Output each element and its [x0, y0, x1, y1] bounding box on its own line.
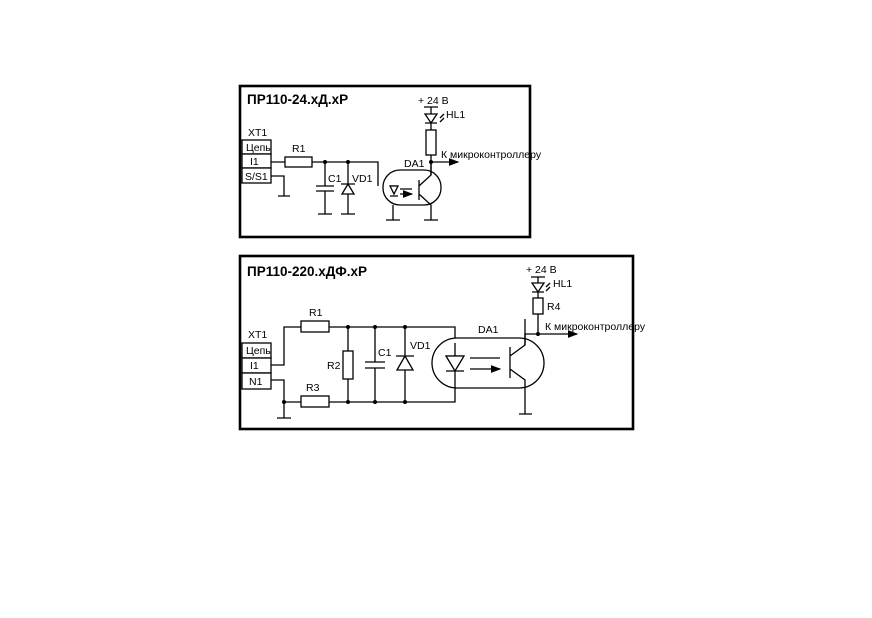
- diagram-2-junction-ground: [282, 400, 286, 404]
- diagram-1-supply-bar: [424, 106, 438, 114]
- diagram-2-junction-6: [403, 400, 407, 404]
- diagram-2-led-hl1: [530, 282, 546, 294]
- diagram-2-diode-label: VD1: [410, 340, 431, 352]
- diagram-1-output-label: К микроконтроллеру: [441, 149, 542, 161]
- diagram-2-opto-led: [444, 355, 466, 373]
- diagram-2-optocoupler-da1: [431, 337, 545, 389]
- diagram-2-collector-wire: [524, 314, 539, 345]
- diagram-2-resistor-r4: [532, 297, 544, 315]
- diagram-2-title: ПР110-220.хДФ.хР: [247, 264, 367, 279]
- diagram-1-connector-label: ХТ1: [248, 127, 267, 139]
- diagram-2-resistor-r1-label: R1: [309, 307, 323, 319]
- diagram-1-terminal-1: Цепь: [246, 142, 271, 154]
- diagram-1-ground-wire: [271, 175, 290, 197]
- diagram-2-resistor-r1: [300, 320, 330, 333]
- diagram-2-diode-vd1: [395, 354, 415, 371]
- diagram-2-supply-bar: [531, 276, 545, 283]
- diagram-2-resistor-r3: [300, 395, 330, 408]
- diagram-2-terminal-3: N1: [249, 376, 263, 388]
- diagram-1-supply-label: + 24 В: [418, 95, 449, 107]
- diagram-1-frame: [238, 84, 532, 239]
- diagram-2-terminal-1: Цепь: [246, 345, 271, 357]
- diagram-1-terminal-2: I1: [250, 156, 259, 168]
- diagram-2-bottom-wire: [271, 379, 456, 419]
- diagram-2-frame: [238, 254, 635, 431]
- diagram-2-capacitor-label: C1: [378, 347, 392, 359]
- diagram-2-opto-light-arrows: [470, 357, 500, 369]
- diagram-2-supply-label: + 24 В: [526, 264, 557, 276]
- diagram-1-capacitor-c1: [316, 162, 334, 215]
- diagram-2-led-label: HL1: [553, 278, 572, 290]
- diagram-2-resistor-r3-label: R3: [306, 382, 320, 394]
- diagram-1-resistor-label: R1: [292, 143, 306, 155]
- diagram-2-resistor-r4-label: R4: [547, 301, 561, 313]
- diagram-1-diode-label: VD1: [352, 173, 373, 185]
- diagram-2-led-wire: [532, 282, 551, 298]
- diagram-1-led-wire: [425, 113, 445, 130]
- diagram-2-capacitor-c1: [365, 327, 385, 402]
- diagram-1-schematic: ПР110-24.хД.хР ХТ1 Цепь I1 S/S1 R1 C1 VD…: [238, 84, 542, 239]
- diagram-2-junction-4: [373, 400, 377, 404]
- diagram-1-capacitor-label: C1: [328, 173, 342, 185]
- diagram-2-junction-2: [346, 400, 350, 404]
- diagram-2-junction-5: [403, 325, 407, 329]
- diagram-1-title: ПР110-24.хД.хР: [247, 92, 348, 107]
- diagram-2-schematic: ПР110-220.хДФ.хР ХТ1 Цепь I1 N1 R1 R3 R2…: [238, 254, 646, 431]
- diagram-2-connector-label: ХТ1: [248, 329, 267, 341]
- diagram-1-resistor-r1: [284, 156, 313, 168]
- diagram-1-pullup-resistor: [425, 129, 437, 156]
- diagram-2-terminal-2: I1: [250, 360, 259, 372]
- diagram-1-signal-wire: [271, 161, 379, 186]
- diagram-1-optocoupler-label: DA1: [404, 158, 425, 170]
- diagram-1-led-hl1: [423, 113, 439, 125]
- diagram-2-output-label: К микроконтроллеру: [545, 321, 646, 333]
- diagram-2-resistor-r2-label: R2: [327, 360, 341, 372]
- diagram-1-opto-light-arrows: [400, 189, 412, 194]
- diagram-2-terminal-cell-3: [241, 372, 272, 390]
- diagram-1-led-label: HL1: [446, 109, 465, 121]
- diagram-1-diode-vd1: [340, 182, 356, 195]
- diagram-1-opto-led: [388, 185, 400, 196]
- diagram-2-junction-1: [346, 325, 350, 329]
- diagram-2-resistor-r2: [342, 350, 354, 380]
- diagram-1-terminal-3: S/S1: [245, 171, 268, 183]
- diagram-2-optocoupler-label: DA1: [478, 324, 499, 336]
- diagram-2-junction-3: [373, 325, 377, 329]
